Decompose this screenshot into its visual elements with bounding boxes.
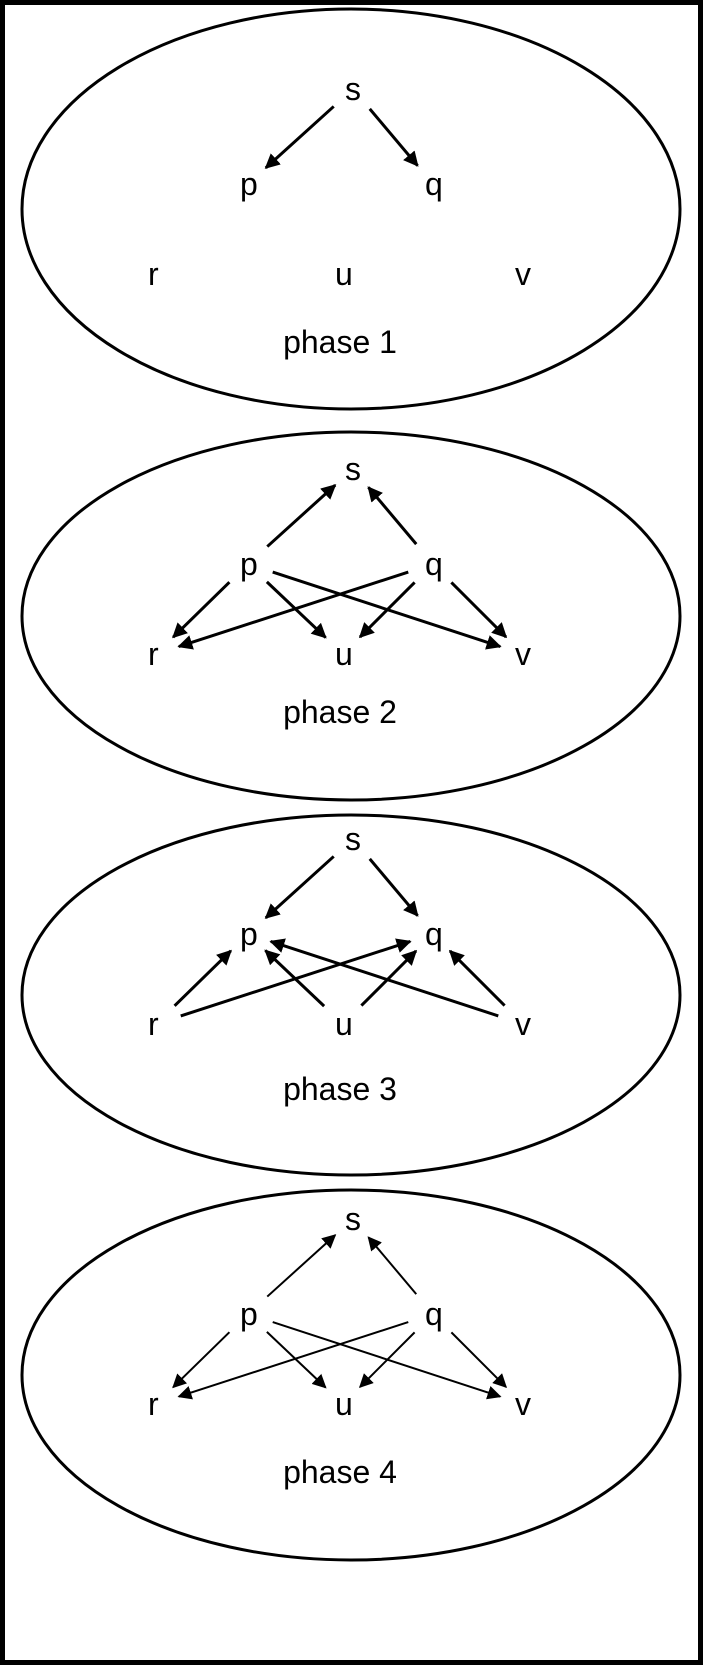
node-u: u <box>335 1386 353 1422</box>
edge-p-to-s <box>266 1234 337 1298</box>
node-r: r <box>148 256 159 292</box>
edge-q-to-v <box>450 581 508 639</box>
phase-panel-2: s p q r u v phase 2 <box>20 430 682 802</box>
edge-v-to-q <box>448 949 506 1007</box>
node-u: u <box>335 636 353 672</box>
edge-p-to-s <box>266 483 337 548</box>
edge-u-to-p <box>264 949 326 1008</box>
node-v: v <box>515 636 531 672</box>
edge-q-to-v <box>450 1331 508 1389</box>
node-s: s <box>345 71 361 107</box>
edge-q-to-r <box>177 570 409 650</box>
phase-label: phase 4 <box>283 1454 397 1490</box>
edge-s-to-q <box>368 857 419 917</box>
node-p: p <box>240 166 258 202</box>
node-u: u <box>335 256 353 292</box>
node-s: s <box>345 821 361 857</box>
edge-p-to-r <box>172 1331 231 1389</box>
node-u: u <box>335 1006 353 1042</box>
node-q: q <box>425 916 443 952</box>
edge-q-to-u <box>358 1331 416 1389</box>
edge-r-to-p <box>173 949 232 1007</box>
phase-ellipse <box>20 1188 682 1562</box>
edge-p-to-u <box>266 1331 327 1389</box>
edge-s-to-q <box>368 107 419 167</box>
node-r: r <box>148 636 159 672</box>
phase-panel-3: s p q r u v phase 3 <box>20 813 682 1177</box>
node-v: v <box>515 1006 531 1042</box>
node-p: p <box>240 916 258 952</box>
edge-u-to-q <box>360 949 418 1007</box>
phase-label: phase 1 <box>283 324 397 360</box>
edge-p-to-r <box>172 581 231 639</box>
node-p: p <box>240 546 258 582</box>
edge-q-to-s <box>367 486 418 546</box>
node-q: q <box>425 166 443 202</box>
phase-panel-4: s p q r u v phase 4 <box>20 1188 682 1562</box>
node-p: p <box>240 1296 258 1332</box>
edge-v-to-p <box>269 938 499 1018</box>
node-s: s <box>345 1201 361 1237</box>
node-q: q <box>425 546 443 582</box>
edge-q-to-r <box>177 1321 409 1400</box>
node-v: v <box>515 256 531 292</box>
edge-s-to-p <box>264 855 335 920</box>
edge-q-to-u <box>358 581 416 639</box>
phase-label: phase 3 <box>283 1071 397 1107</box>
phase-ellipse <box>20 7 682 411</box>
node-s: s <box>345 451 361 487</box>
edge-s-to-p <box>264 105 335 170</box>
phase-ellipse <box>20 430 682 802</box>
edge-q-to-s <box>367 1236 418 1295</box>
phase-ellipse <box>20 813 682 1177</box>
phase-label: phase 2 <box>283 694 397 730</box>
node-v: v <box>515 1386 531 1422</box>
phase-panel-1: s p q r u v phase 1 <box>20 7 682 411</box>
node-r: r <box>148 1006 159 1042</box>
node-r: r <box>148 1386 159 1422</box>
node-q: q <box>425 1296 443 1332</box>
